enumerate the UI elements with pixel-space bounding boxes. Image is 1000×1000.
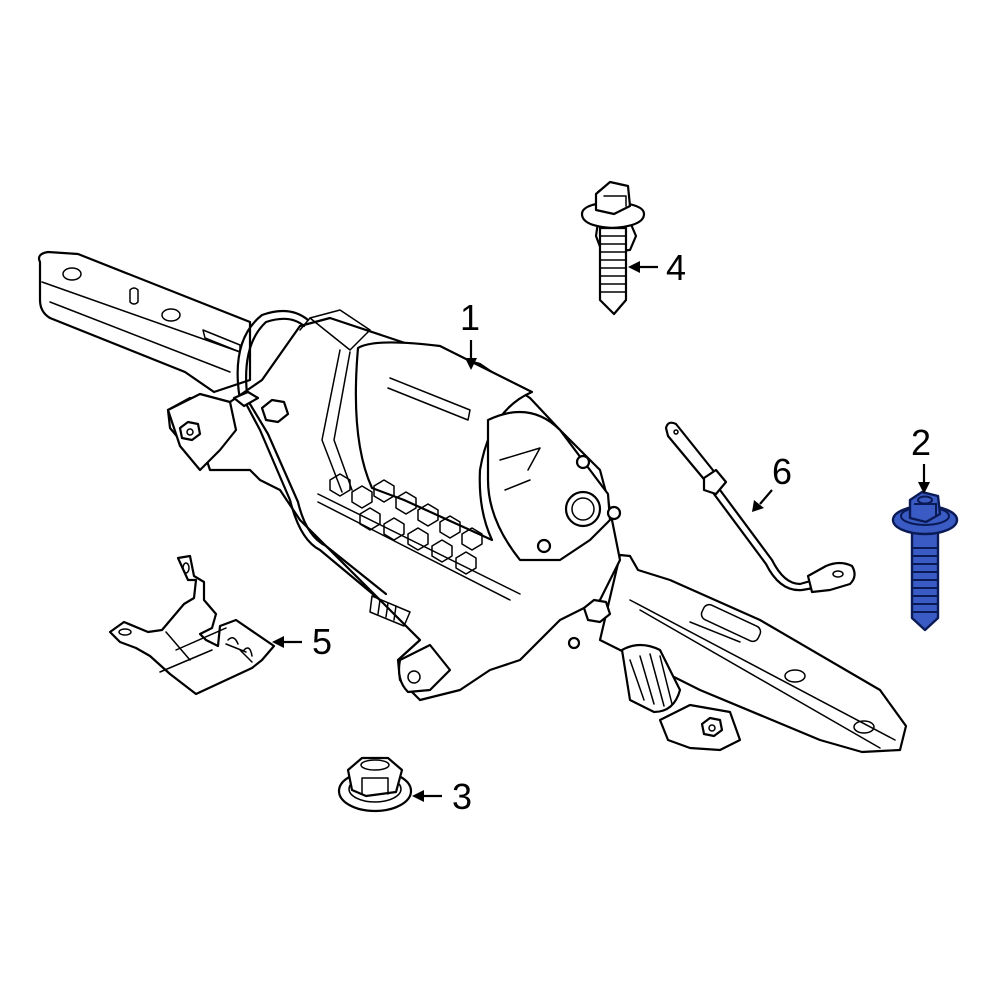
callout-label-3: 3 <box>452 776 472 817</box>
callout-label-5: 5 <box>312 621 332 662</box>
callout-1[interactable]: 1 <box>460 297 480 370</box>
flange-nut-3[interactable] <box>337 756 413 813</box>
crossmember-right-arm <box>598 553 908 754</box>
callouts: 1 2 3 4 5 6 <box>272 247 931 817</box>
flange-bolt-2-highlighted[interactable] <box>891 490 959 632</box>
arrow-diagonal-icon <box>752 500 764 512</box>
drive-unit-housing <box>166 309 742 752</box>
callout-label-1: 1 <box>460 297 480 338</box>
callout-4[interactable]: 4 <box>628 247 686 288</box>
callout-label-4: 4 <box>666 247 686 288</box>
wiring-harness <box>232 309 388 602</box>
callout-5[interactable]: 5 <box>272 621 332 662</box>
callout-label-2: 2 <box>911 422 931 463</box>
arrow-left-icon <box>272 636 284 648</box>
callout-3[interactable]: 3 <box>412 776 472 817</box>
callout-label-6: 6 <box>772 451 792 492</box>
arrow-down-icon <box>918 482 930 494</box>
callout-6[interactable]: 6 <box>752 451 792 512</box>
drive-unit-assembly[interactable] <box>37 250 908 754</box>
flange-bolt-4[interactable] <box>580 180 646 316</box>
axle-boot <box>620 643 682 714</box>
callout-2[interactable]: 2 <box>911 422 931 494</box>
arrow-left-icon <box>628 261 640 273</box>
arrow-down-icon <box>465 358 477 370</box>
bracket-shield-5[interactable] <box>108 554 276 696</box>
crossmember-left-arm <box>37 250 252 394</box>
ground-cable-6[interactable] <box>664 421 856 594</box>
arrow-left-icon <box>412 790 424 802</box>
